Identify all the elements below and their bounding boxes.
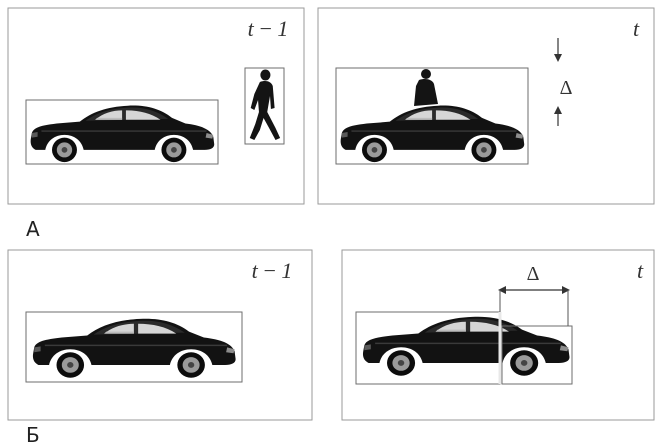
panel-frame [341,249,655,421]
car-bounding-box-rear [501,325,573,385]
person-icon [414,69,438,106]
panel-frame [7,7,305,205]
merged-bounding-box [335,67,529,165]
delta-label: Δ [560,77,573,99]
car-bounding-box [25,99,219,165]
time-label: t − 1 [248,16,289,41]
panel-b-left: t − 1 [7,249,313,421]
delta-label: Δ [527,263,540,285]
panel-a-right: Δ t [317,7,655,205]
section-label-a: А [26,217,40,241]
delta-marker: Δ [498,263,570,326]
time-label: t − 1 [252,258,293,283]
delta-marker: Δ [554,38,573,126]
time-label: t [637,258,644,283]
panel-a-left: t − 1 [7,7,305,205]
time-label: t [633,16,640,41]
panel-frame [317,7,655,205]
panel-frame [7,249,313,421]
section-label-b: Б [26,423,40,447]
panel-b-right: Δ t [341,249,655,421]
person-bounding-box [244,67,285,145]
car-bounding-box [25,311,243,383]
